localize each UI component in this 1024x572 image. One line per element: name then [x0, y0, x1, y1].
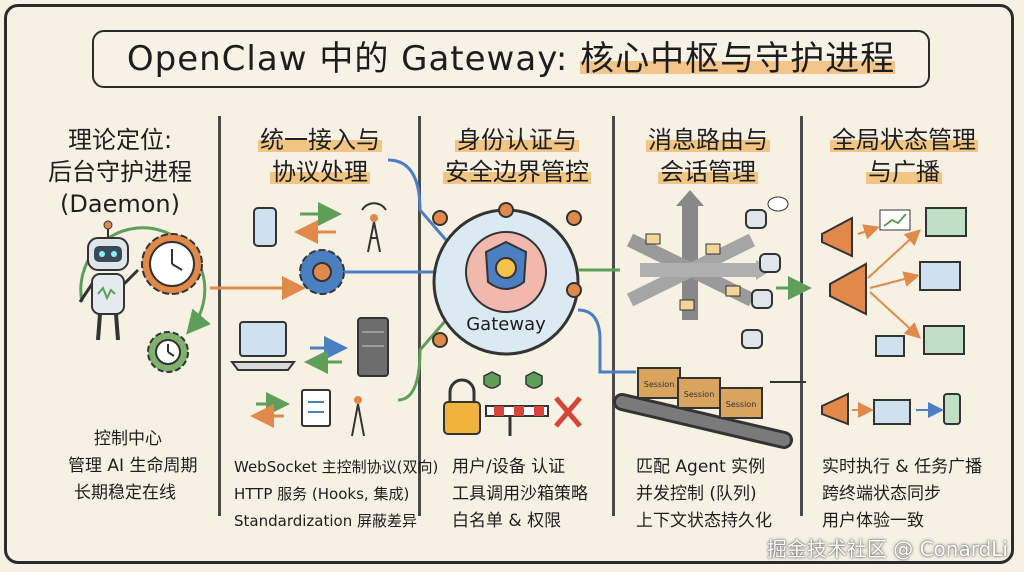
description-line: 实时执行 & 任务广播	[822, 457, 983, 477]
description-line: 管理 AI 生命周期	[68, 456, 198, 476]
column-heading-security: 身份认证与 安全边界管控	[424, 124, 610, 188]
broadcast-arrows-icon	[852, 224, 944, 418]
title-prefix: OpenClaw 中的 Gateway:	[126, 39, 581, 79]
timer-gear-icon	[147, 331, 189, 373]
session-label: Session	[684, 390, 715, 399]
description-line: 用户体验一致	[822, 511, 924, 531]
conveyor-belt-icon: Session Session Session	[613, 367, 793, 449]
heading-line: 消息路由与	[646, 126, 770, 154]
column-divider	[418, 116, 421, 516]
outer-frame	[4, 4, 1014, 564]
description-line: 白名单 & 权限	[452, 511, 562, 531]
heading-line: 安全边界管控	[443, 158, 591, 186]
heading-line: 协议处理	[270, 158, 370, 186]
radio-tower-icon	[361, 202, 387, 253]
column-heading-role: 理论定位: 后台守护进程 (Daemon)	[30, 124, 210, 220]
description-line: 跨终端状态同步	[822, 484, 941, 504]
shield-icon	[483, 371, 543, 389]
radio-tower-icon	[351, 396, 365, 437]
description-line: 用户/设备 认证	[452, 457, 566, 477]
routing-arrows-icon	[626, 190, 772, 320]
phone-icon	[943, 393, 961, 425]
bot-icon	[751, 289, 773, 309]
column-heading-broadcast: 全局状态管理 与广播	[806, 124, 1002, 188]
description-line: 上下文状态持久化	[636, 511, 772, 531]
session-label: Session	[644, 380, 675, 389]
server-icon	[357, 317, 389, 377]
gateway-label: Gateway	[466, 314, 546, 335]
heading-line: 会话管理	[658, 158, 758, 186]
heading-line: 身份认证与	[455, 126, 579, 154]
padlock-icon	[443, 378, 481, 435]
megaphone-icon	[821, 392, 849, 426]
page-title: OpenClaw 中的 Gateway: 核心中枢与守护进程	[92, 34, 930, 84]
barrier-icon	[485, 405, 549, 436]
heading-line: 统一接入与	[258, 126, 382, 154]
column-description-access: WebSocket 主控制协议(双向) HTTP 服务 (Hooks, 集成) …	[234, 454, 438, 535]
robot-icon	[78, 220, 211, 341]
column-description-routing: 匹配 Agent 实例 并发控制 (队列) 上下文状态持久化	[636, 454, 772, 535]
column-heading-routing: 消息路由与 会话管理	[622, 124, 794, 188]
description-line: 并发控制 (队列)	[636, 484, 757, 504]
column-description-role: 控制中心 管理 AI 生命周期 长期稳定在线	[68, 426, 197, 507]
heading-line: 后台守护进程	[48, 158, 192, 186]
description-line: 匹配 Agent 实例	[636, 457, 766, 477]
bot-icon	[745, 196, 789, 229]
gateway-hub-icon	[432, 202, 582, 356]
chart-icon	[879, 209, 911, 231]
monitor-icon	[873, 399, 911, 425]
column-divider	[218, 116, 221, 516]
description-line: WebSocket 主控制协议(双向)	[234, 458, 439, 476]
column-description-security: 用户/设备 认证 工具调用沙箱策略 白名单 & 权限	[452, 454, 588, 535]
column-divider	[800, 116, 803, 516]
heading-line: 全局状态管理	[830, 126, 978, 154]
bot-icon	[741, 329, 763, 349]
hub-gear-icon	[299, 249, 345, 295]
transfer-arrows-icon	[294, 202, 342, 244]
title-highlight: 核心中枢与守护进程	[580, 39, 896, 79]
description-line: Standardization 屏蔽差异	[234, 512, 417, 530]
monitor-icon	[923, 325, 965, 355]
description-line: 控制中心	[94, 429, 162, 449]
monitor-icon	[925, 207, 967, 237]
bot-icon	[759, 253, 781, 273]
deny-x-icon	[554, 396, 582, 428]
clock-gear-icon	[141, 233, 203, 295]
megaphone-icon	[829, 262, 867, 316]
transfer-arrows-icon	[304, 336, 348, 374]
phone-icon	[253, 207, 277, 247]
description-line: HTTP 服务 (Hooks, 集成)	[234, 485, 410, 503]
monitor-icon	[919, 261, 961, 291]
session-label: Session	[726, 400, 757, 409]
watermark: 掘金技术社区 @ ConardLi	[766, 537, 1008, 561]
description-line: 工具调用沙箱策略	[452, 484, 588, 504]
transfer-arrows-icon	[250, 392, 290, 428]
heading-line: 理论定位:	[67, 126, 173, 154]
laptop-icon	[875, 335, 905, 357]
heading-line: 与广播	[866, 158, 942, 186]
column-heading-access: 统一接入与 协议处理	[232, 124, 408, 188]
column-divider	[612, 116, 615, 516]
laptop-icon	[230, 321, 296, 371]
document-icon	[301, 389, 331, 427]
megaphone-icon	[821, 216, 853, 258]
heading-line: (Daemon)	[60, 190, 180, 218]
column-description-broadcast: 实时执行 & 任务广播 跨终端状态同步 用户体验一致	[822, 454, 982, 535]
description-line: 长期稳定在线	[74, 483, 176, 503]
